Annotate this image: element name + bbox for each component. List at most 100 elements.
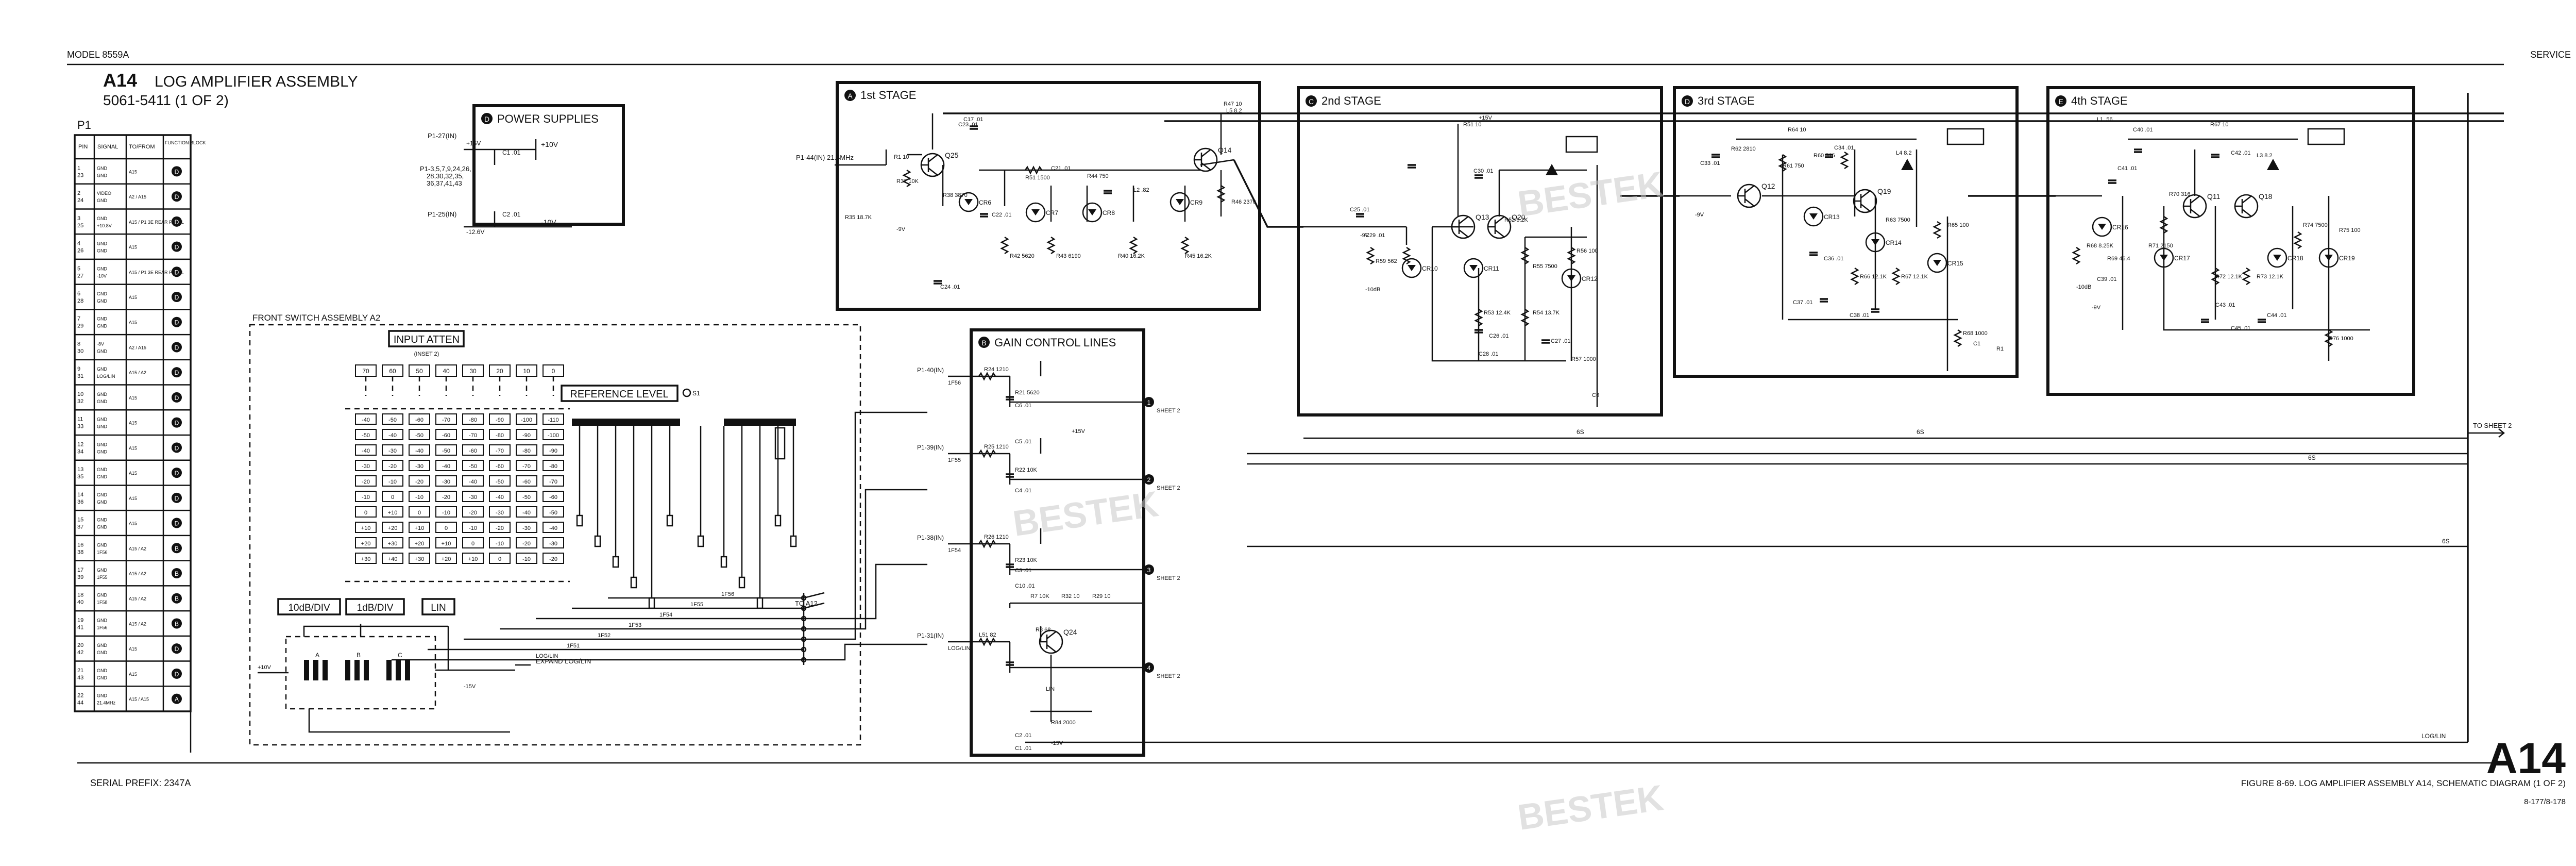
atten-cell bbox=[543, 475, 564, 487]
ps-rail-15: +15V bbox=[466, 140, 481, 147]
atten-cell bbox=[516, 522, 537, 533]
diode-symbol bbox=[1025, 202, 1046, 223]
diode-label: CR7 bbox=[1046, 209, 1058, 216]
gain-output-id: 2 bbox=[1147, 476, 1151, 484]
gain-badge: B bbox=[981, 339, 986, 347]
connector-signal: GND bbox=[97, 525, 108, 530]
ref-switch-bar-2 bbox=[724, 419, 796, 426]
component-label: R22 10K bbox=[1015, 467, 1037, 473]
component-label: R67 10 bbox=[2210, 122, 2228, 128]
connector-tofrom: A15 bbox=[129, 245, 137, 250]
component-label: R1 10 bbox=[894, 154, 909, 160]
atten-cell bbox=[435, 429, 457, 440]
connector-pin: 38 bbox=[77, 549, 83, 555]
gain-line-tag: 1F55 bbox=[948, 457, 961, 463]
resistor-symbol bbox=[1567, 246, 1576, 265]
component-label: R62 2810 bbox=[1731, 146, 1756, 152]
connector-tofrom: A15 / P1 3E REAR PANEL bbox=[129, 270, 184, 275]
resistor-symbol bbox=[1024, 165, 1043, 175]
connector-signal: GND bbox=[97, 668, 108, 673]
atten-cell-value: 0 bbox=[418, 510, 421, 516]
atten-cell-value: -90 bbox=[522, 432, 531, 439]
connector-signal: GND bbox=[97, 198, 108, 203]
atten-cell-value: -30 bbox=[442, 479, 450, 485]
atten-cell bbox=[409, 491, 430, 502]
switch-line-label: 1F52 bbox=[598, 632, 611, 639]
component-label: C5 .01 bbox=[1015, 439, 1031, 445]
atten-cell bbox=[435, 475, 457, 487]
ref-switch-contact bbox=[594, 535, 601, 547]
connector-pin: 14 bbox=[77, 492, 83, 498]
capacitor-symbol bbox=[1541, 339, 1550, 344]
capacitor-symbol bbox=[980, 213, 988, 218]
component-label: R44 750 bbox=[1087, 173, 1109, 179]
atten-cell bbox=[489, 491, 511, 502]
atten-cell-value: -70 bbox=[522, 463, 531, 470]
atten-cell bbox=[409, 475, 430, 487]
function-block-badge bbox=[172, 693, 182, 704]
connector-frame bbox=[74, 134, 192, 712]
connector-tofrom: A15 bbox=[129, 471, 137, 476]
gain-output-id: 4 bbox=[1147, 664, 1151, 672]
component-label: C23 .01 bbox=[958, 122, 978, 128]
header-signal: SIGNAL bbox=[97, 144, 118, 150]
input-atten-sub: (INSET 2) bbox=[414, 351, 439, 357]
atten-cell-value: +10 bbox=[442, 541, 451, 547]
connector-signal: GND bbox=[97, 266, 108, 271]
gain-title: GAIN CONTROL LINES bbox=[994, 336, 1116, 349]
component-label: R25 1210 bbox=[984, 444, 1009, 450]
diode-symbol bbox=[1561, 268, 1582, 289]
capacitor-symbol bbox=[1711, 154, 1720, 158]
capacitor-symbol bbox=[2258, 319, 2266, 323]
component-label: C2 .01 bbox=[1015, 732, 1031, 739]
connector-pin: 33 bbox=[77, 424, 83, 430]
component-label: R65 100 bbox=[1947, 222, 1969, 228]
function-block-letter: A bbox=[175, 696, 179, 703]
stage-2-title: 2nd STAGE bbox=[1321, 94, 1381, 107]
capacitor-symbol bbox=[1006, 473, 1014, 478]
resistor-symbol bbox=[1000, 236, 1009, 255]
connector-pin: 7 bbox=[77, 316, 80, 322]
capacitor-symbol bbox=[2201, 319, 2209, 323]
connector-tofrom: A15 bbox=[129, 421, 137, 426]
connector-signal: +10.8V bbox=[97, 223, 112, 228]
atten-cell-value: +10 bbox=[388, 510, 398, 516]
stage-3-filter bbox=[1946, 128, 1985, 145]
watermark-1: BESTEK bbox=[1515, 164, 1666, 224]
atten-cell bbox=[543, 522, 564, 533]
capacitor-symbol bbox=[1356, 213, 1364, 218]
component-label: C37 .01 bbox=[1793, 299, 1813, 306]
connector-tofrom: A15 bbox=[129, 496, 137, 501]
scale-switch-pole: B bbox=[357, 652, 361, 659]
header-function: FUNCTION BLOCK bbox=[165, 140, 206, 145]
atten-cell-value: -70 bbox=[549, 479, 557, 485]
header-tofrom: TO/FROM bbox=[129, 144, 155, 150]
connector-tofrom: A15 / A2 bbox=[129, 370, 146, 375]
ref-switch-contact bbox=[738, 576, 745, 589]
gain-line-tag: 1F56 bbox=[948, 380, 961, 386]
ps-input-2: P1-3,5,7,9,24,26, bbox=[420, 165, 471, 173]
connector-signal: GND bbox=[97, 650, 108, 655]
gain-control-frame bbox=[970, 328, 1145, 757]
atten-cell-value: -50 bbox=[388, 417, 397, 423]
atten-cell bbox=[462, 429, 484, 440]
component-label: -9V bbox=[896, 226, 906, 232]
ref-switch-bar-1 bbox=[572, 419, 680, 426]
atten-cell-value: -100 bbox=[548, 432, 559, 439]
function-block-letter: D bbox=[175, 420, 179, 427]
atten-cell-value: -80 bbox=[496, 432, 504, 439]
connector-tofrom: A15 / P1 3E REAR PANEL bbox=[129, 220, 184, 225]
component-label: R21 5620 bbox=[1015, 390, 1040, 396]
function-block-badge bbox=[172, 166, 182, 177]
connector-pin: 19 bbox=[77, 617, 83, 623]
gain-output-badge bbox=[1144, 474, 1154, 485]
gain-output-sheet: SHEET 2 bbox=[1157, 485, 1180, 491]
atten-cell bbox=[382, 522, 403, 533]
gain-input-label: P1-39(IN) bbox=[917, 444, 944, 451]
gain-line-tag: 1F54 bbox=[948, 547, 961, 554]
switch-line-label: LOG/LIN bbox=[536, 653, 558, 659]
atten-column-label: 60 bbox=[389, 368, 396, 375]
atten-cell-value: -30 bbox=[362, 463, 370, 470]
atten-cell bbox=[355, 444, 377, 456]
